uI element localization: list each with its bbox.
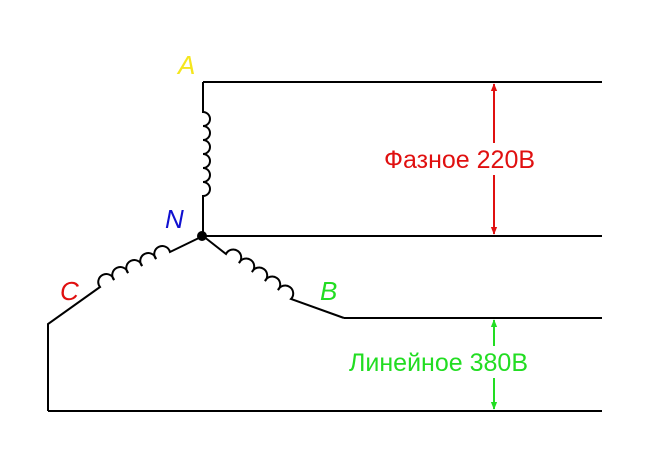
- neutral-node: [197, 231, 207, 241]
- phase-a-label: A: [176, 50, 195, 80]
- phase-voltage-label: Фазное 220В: [384, 146, 535, 174]
- winding-a: [202, 82, 211, 236]
- line-voltage-label: Линейное 380В: [349, 349, 528, 377]
- phase-b-label: B: [320, 276, 337, 306]
- phase-c-label: C: [60, 276, 79, 306]
- neutral-label: N: [165, 204, 184, 234]
- winding-c: [47, 235, 204, 411]
- winding-b: [202, 235, 345, 319]
